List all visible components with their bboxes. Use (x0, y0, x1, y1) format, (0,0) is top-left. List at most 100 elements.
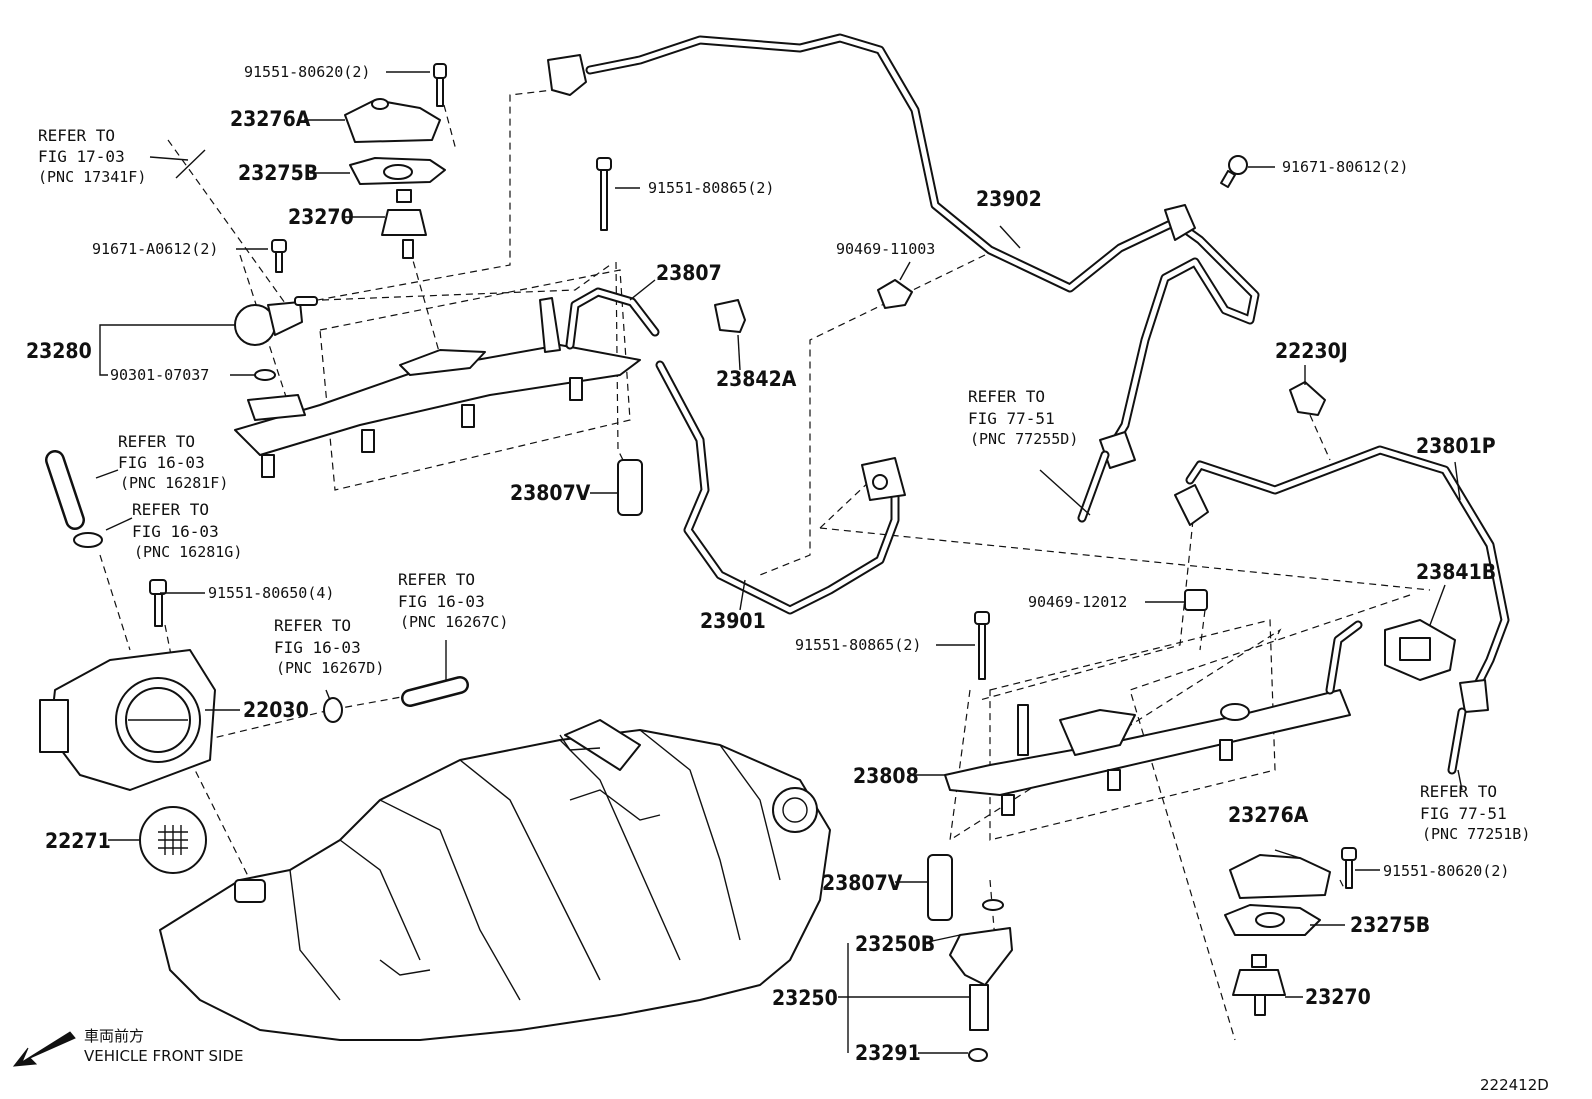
connector-22230j (1289, 381, 1326, 416)
label-23807v-top: 23807V (510, 481, 591, 505)
label-90469-12012: 90469-12012 (1028, 593, 1127, 611)
label-90469-11003: 90469-11003 (836, 240, 935, 258)
svg-text:REFER TO: REFER TO (118, 432, 195, 451)
svg-text:REFER TO: REFER TO (398, 570, 475, 589)
label-91551-80650: 91551-80650(4) (208, 584, 334, 602)
refer-note-16281g: REFER TO FIG 16-03 (PNC 16281G) (132, 500, 242, 561)
clamp-ref-16281g (73, 532, 103, 548)
label-91551-80620-top: 91551-80620(2) (244, 63, 370, 81)
spacer-23807v-bot (927, 854, 953, 921)
label-23280: 23280 (26, 339, 92, 363)
label-23270-bot: 23270 (1305, 985, 1371, 1009)
svg-text:FIG 77-51: FIG 77-51 (968, 409, 1055, 428)
label-23276a-bot: 23276A (1228, 803, 1309, 827)
diagram-code: 222412D (1480, 1076, 1549, 1094)
refer-note-77251b: REFER TO FIG 77-51 (PNC 77251B) (1420, 782, 1530, 843)
refer-note-16267d: REFER TO FIG 16-03 (PNC 16267D) (274, 616, 384, 677)
bolt-91671-a0612 (271, 239, 287, 273)
hose-ref-16267c (401, 676, 469, 707)
regulator-23270-top (381, 189, 427, 259)
fuel-hose-23901 (655, 360, 906, 615)
svg-text:REFER TO: REFER TO (968, 387, 1045, 406)
bolt-91551-80865-top (596, 157, 612, 231)
fuel-rail-23808 (944, 620, 1363, 816)
svg-text:REFER TO: REFER TO (1420, 782, 1497, 801)
bolt-91551-80650 (149, 579, 167, 627)
bolt-91551-80865-bot (974, 611, 990, 680)
sensor-23842a (714, 299, 746, 333)
injector-23250 (949, 899, 1013, 1062)
svg-text:(PNC 16281G): (PNC 16281G) (134, 543, 242, 561)
cover-23276a-bot (1229, 854, 1331, 899)
label-90301-07037: 90301-07037 (110, 366, 209, 384)
label-91671-80612: 91671-80612(2) (1282, 158, 1408, 176)
vehicle-front-indicator: 車両前方 VEHICLE FRONT SIDE (12, 1027, 244, 1067)
fuel-hose-23801p (1174, 445, 1510, 775)
label-22230j: 22230J (1275, 339, 1348, 363)
label-23275b-top: 23275B (238, 161, 318, 185)
svg-text:REFER TO: REFER TO (132, 500, 209, 519)
svg-text:(PNC 16267D): (PNC 16267D) (276, 659, 384, 677)
gasket-23275b-top (349, 157, 446, 185)
svg-text:FIG 17-03: FIG 17-03 (38, 147, 125, 166)
label-23841b: 23841B (1416, 560, 1496, 584)
hose-to-ref-16281f (45, 450, 85, 530)
label-91671-a0612: 91671-A0612(2) (92, 240, 218, 258)
svg-text:(PNC 77251B): (PNC 77251B) (1422, 825, 1530, 843)
intake-manifold (159, 719, 831, 1041)
label-23902: 23902 (976, 187, 1042, 211)
damper-23841b (1384, 619, 1456, 681)
front-side-label-jp: 車両前方 (84, 1027, 144, 1045)
svg-text:REFER TO: REFER TO (38, 126, 115, 145)
throttle-body-22030 (39, 649, 216, 791)
label-23270-top: 23270 (288, 205, 354, 229)
svg-text:(PNC 16281F): (PNC 16281F) (120, 474, 228, 492)
label-91551-80620-bot: 91551-80620(2) (1383, 862, 1509, 880)
fuel-hose-23902 (547, 33, 1260, 469)
label-23250: 23250 (772, 986, 838, 1010)
label-23808: 23808 (853, 764, 919, 788)
leader-lines (95, 71, 1463, 1054)
label-23842a: 23842A (716, 367, 797, 391)
spacer-23807v-top (617, 459, 643, 516)
svg-text:FIG 16-03: FIG 16-03 (398, 592, 485, 611)
refer-note-77255d: REFER TO FIG 77-51 (PNC 77255D) (968, 387, 1078, 448)
svg-text:(PNC 77255D): (PNC 77255D) (970, 430, 1078, 448)
label-23291: 23291 (855, 1041, 921, 1065)
front-side-label-en: VEHICLE FRONT SIDE (84, 1047, 244, 1065)
cover-23276a-top (344, 98, 441, 143)
gasket-22271 (139, 806, 207, 874)
label-23250b: 23250B (855, 932, 935, 956)
refer-note-16281f: REFER TO FIG 16-03 (PNC 16281F) (118, 432, 228, 492)
damper-23280 (234, 296, 318, 346)
refer-note-16267c: REFER TO FIG 16-03 (PNC 16267C) (398, 570, 508, 631)
label-23901: 23901 (700, 609, 766, 633)
bolt-91551-80620-bot (1341, 847, 1357, 889)
label-91551-80865-bot: 91551-80865(2) (795, 636, 921, 654)
refer-notes: REFER TO FIG 17-03 (PNC 17341F) REFER TO… (38, 126, 1530, 843)
clip-90469-12012 (1184, 589, 1208, 611)
svg-text:FIG 77-51: FIG 77-51 (1420, 804, 1507, 823)
arrow-down-left-icon (12, 1031, 76, 1067)
svg-text:FIG 16-03: FIG 16-03 (132, 522, 219, 541)
label-22271: 22271 (45, 829, 111, 853)
label-23807: 23807 (656, 261, 722, 285)
svg-text:(PNC 17341F): (PNC 17341F) (38, 168, 146, 186)
part-labels: 91551-80620(2) 23276A 23275B 23270 91671… (26, 63, 1509, 1065)
gasket-23275b-bot (1224, 904, 1321, 936)
bolt-91551-80620-top (433, 63, 447, 107)
svg-text:FIG 16-03: FIG 16-03 (118, 453, 205, 472)
label-91551-80865-top: 91551-80865(2) (648, 179, 774, 197)
label-23275b-bot: 23275B (1350, 913, 1430, 937)
line-to-ref-77255d (1077, 450, 1110, 523)
regulator-23270-bot (1232, 954, 1286, 1016)
svg-text:REFER TO: REFER TO (274, 616, 351, 635)
bolt-91671-80612 (1220, 155, 1248, 189)
refer-note-17341f: REFER TO FIG 17-03 (PNC 17341F) (38, 126, 146, 186)
svg-text:(PNC 16267C): (PNC 16267C) (400, 613, 508, 631)
label-23801p: 23801P (1416, 434, 1496, 458)
clamp-ref-16267d (323, 697, 343, 723)
fuel-rail-23807 (234, 287, 660, 478)
label-23276a-top: 23276A (230, 107, 311, 131)
